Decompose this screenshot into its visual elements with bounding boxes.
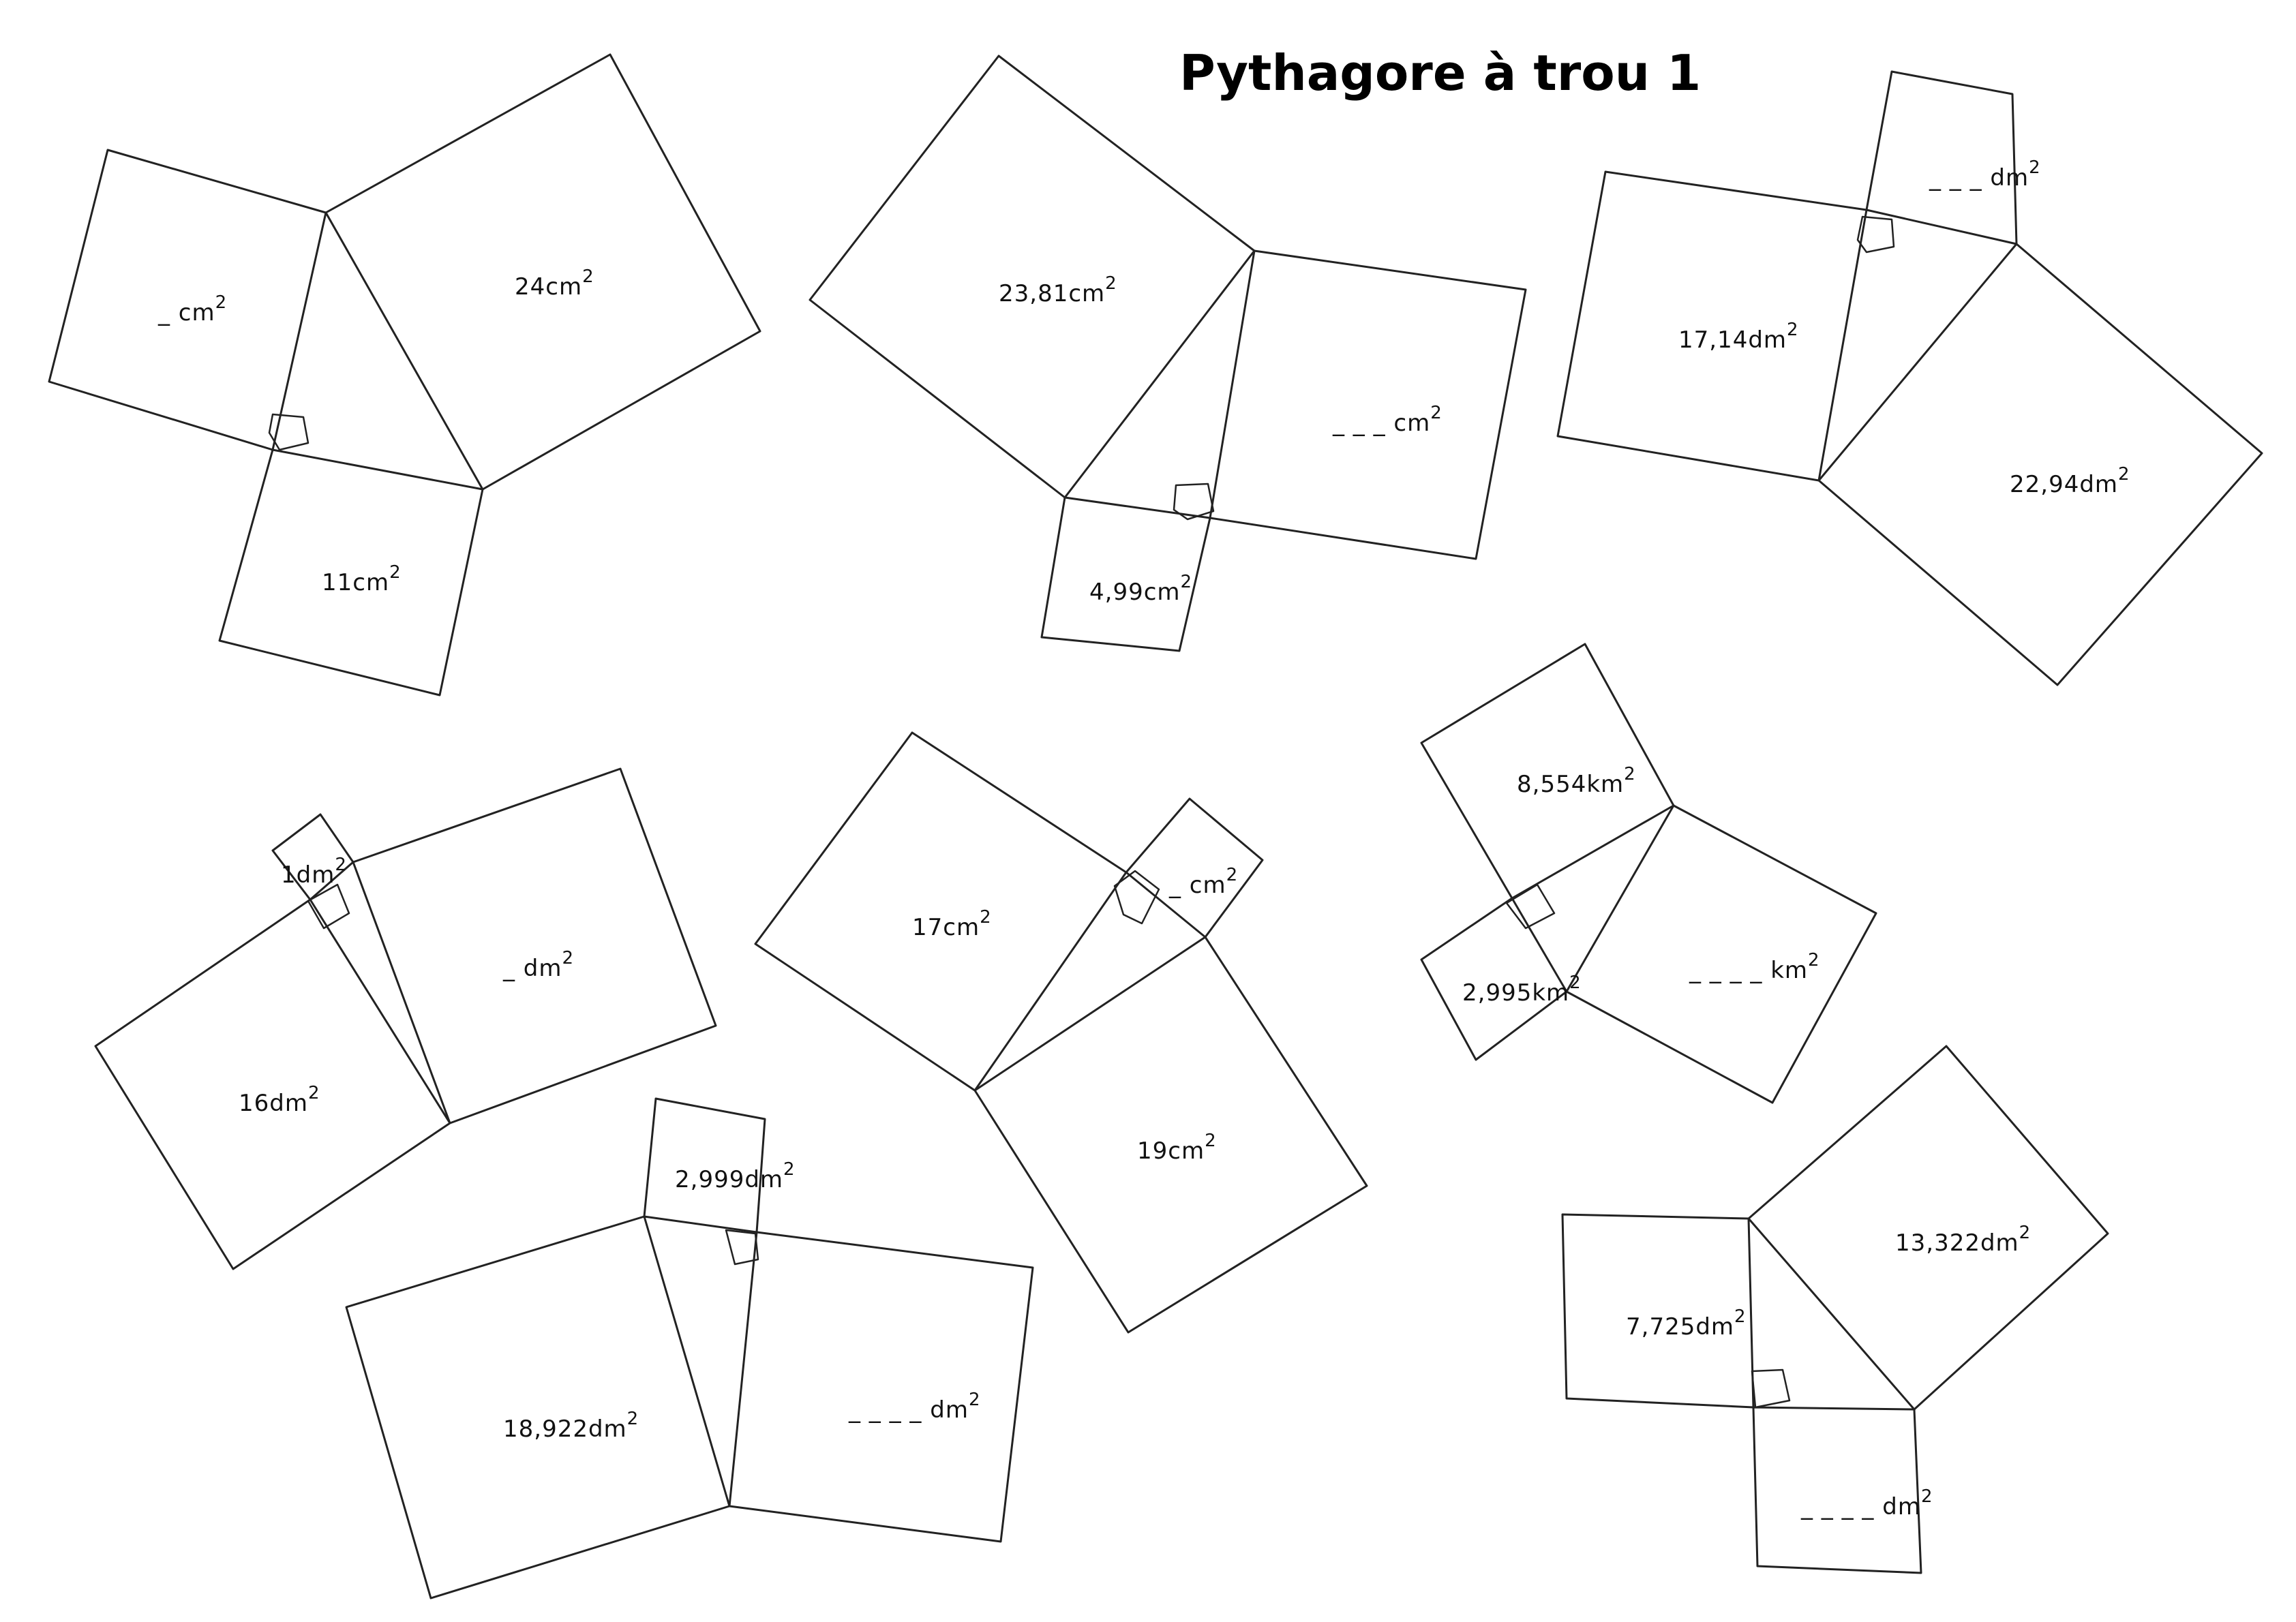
square-hypotenuse <box>809 55 1256 499</box>
area-label: _ _ _ _ dm2 <box>848 1390 980 1424</box>
square-leg-1 <box>754 731 1128 1092</box>
right-angle-mark <box>307 883 350 930</box>
pythagore-figure-8: 13,322dm2 7,725dm2 _ _ _ _ dm2 <box>1561 1045 2109 1574</box>
square-hypotenuse <box>345 1215 731 1600</box>
square-hypotenuse <box>1565 804 1877 1104</box>
area-label: 19cm2 <box>1137 1131 1217 1165</box>
area-label: _ cm2 <box>157 292 227 326</box>
pythagore-figure-5: 17cm2 _ cm2 19cm2 <box>754 731 1368 1334</box>
area-label: 2,995km2 <box>1462 973 1582 1007</box>
right-angle-mark <box>1751 1368 1791 1409</box>
pythagore-figure-3: _ _ _ dm2 17,14dm2 22,94dm2 <box>1556 70 2263 686</box>
area-label: 8,554km2 <box>1517 764 1636 798</box>
square-leg-1 <box>1865 70 2018 245</box>
right-angle-mark <box>1173 483 1215 521</box>
area-label: _ _ _ cm2 <box>1332 403 1442 437</box>
area-label: 7,725dm2 <box>1626 1306 1747 1341</box>
square-leg-large <box>728 1231 1034 1543</box>
area-label: 11cm2 <box>322 562 402 596</box>
area-label: 1dm2 <box>281 855 347 889</box>
square-hypotenuse <box>352 767 717 1124</box>
area-label: _ _ _ _ dm2 <box>1800 1486 1933 1520</box>
right-angle-mark <box>268 413 309 451</box>
pythagore-figure-4: 1dm2 _ dm2 16dm2 <box>94 767 717 1270</box>
area-label: 24cm2 <box>515 266 594 301</box>
area-label: 4,99cm2 <box>1089 572 1192 606</box>
area-label: _ dm2 <box>502 948 574 982</box>
area-label: 17,14dm2 <box>1678 320 1799 354</box>
page-title: Pythagore à trou 1 <box>1179 44 1701 102</box>
area-label: 16dm2 <box>239 1083 320 1117</box>
square-leg-large <box>94 898 451 1270</box>
square-leg-1 <box>1561 1213 1755 1409</box>
area-label: 17cm2 <box>912 907 992 941</box>
pythagore-figure-6: 8,554km2 2,995km2 _ _ _ _ km2 <box>1420 643 1877 1104</box>
right-angle-mark <box>1856 215 1895 254</box>
area-label: 2,999dm2 <box>675 1159 796 1193</box>
square-leg-1 <box>1209 249 1527 560</box>
area-label: _ cm2 <box>1168 865 1238 899</box>
area-label: 13,322dm2 <box>1895 1223 2031 1257</box>
square-hypotenuse <box>1817 243 2263 686</box>
square-hypotenuse <box>1747 1045 2109 1411</box>
area-label: 22,94dm2 <box>2010 464 2130 498</box>
area-label: 18,922dm2 <box>503 1409 639 1443</box>
pythagore-figure-7: 2,999dm2 18,922dm2 _ _ _ _ dm2 <box>345 1097 1034 1600</box>
square-leg-2 <box>1752 1406 1922 1574</box>
pythagore-figure-2: 23,81cm2 _ _ _ cm2 4,99cm2 <box>809 55 1527 652</box>
right-angle-mark <box>725 1229 759 1266</box>
square-hypotenuse <box>973 936 1368 1334</box>
area-label: 23,81cm2 <box>999 273 1117 307</box>
pythagore-figure-1: _ cm2 24cm2 11cm2 <box>48 53 761 697</box>
square-leg-small <box>643 1097 766 1234</box>
square-leg-2 <box>218 448 484 697</box>
right-angle-mark <box>1505 883 1556 930</box>
square-leg-2 <box>1125 797 1264 938</box>
square-leg-2 <box>1040 496 1211 652</box>
area-label: _ _ _ _ km2 <box>1689 950 1820 984</box>
area-label: _ _ _ dm2 <box>1929 157 2041 192</box>
right-angle-mark <box>1113 870 1160 925</box>
square-hypotenuse <box>324 53 761 491</box>
